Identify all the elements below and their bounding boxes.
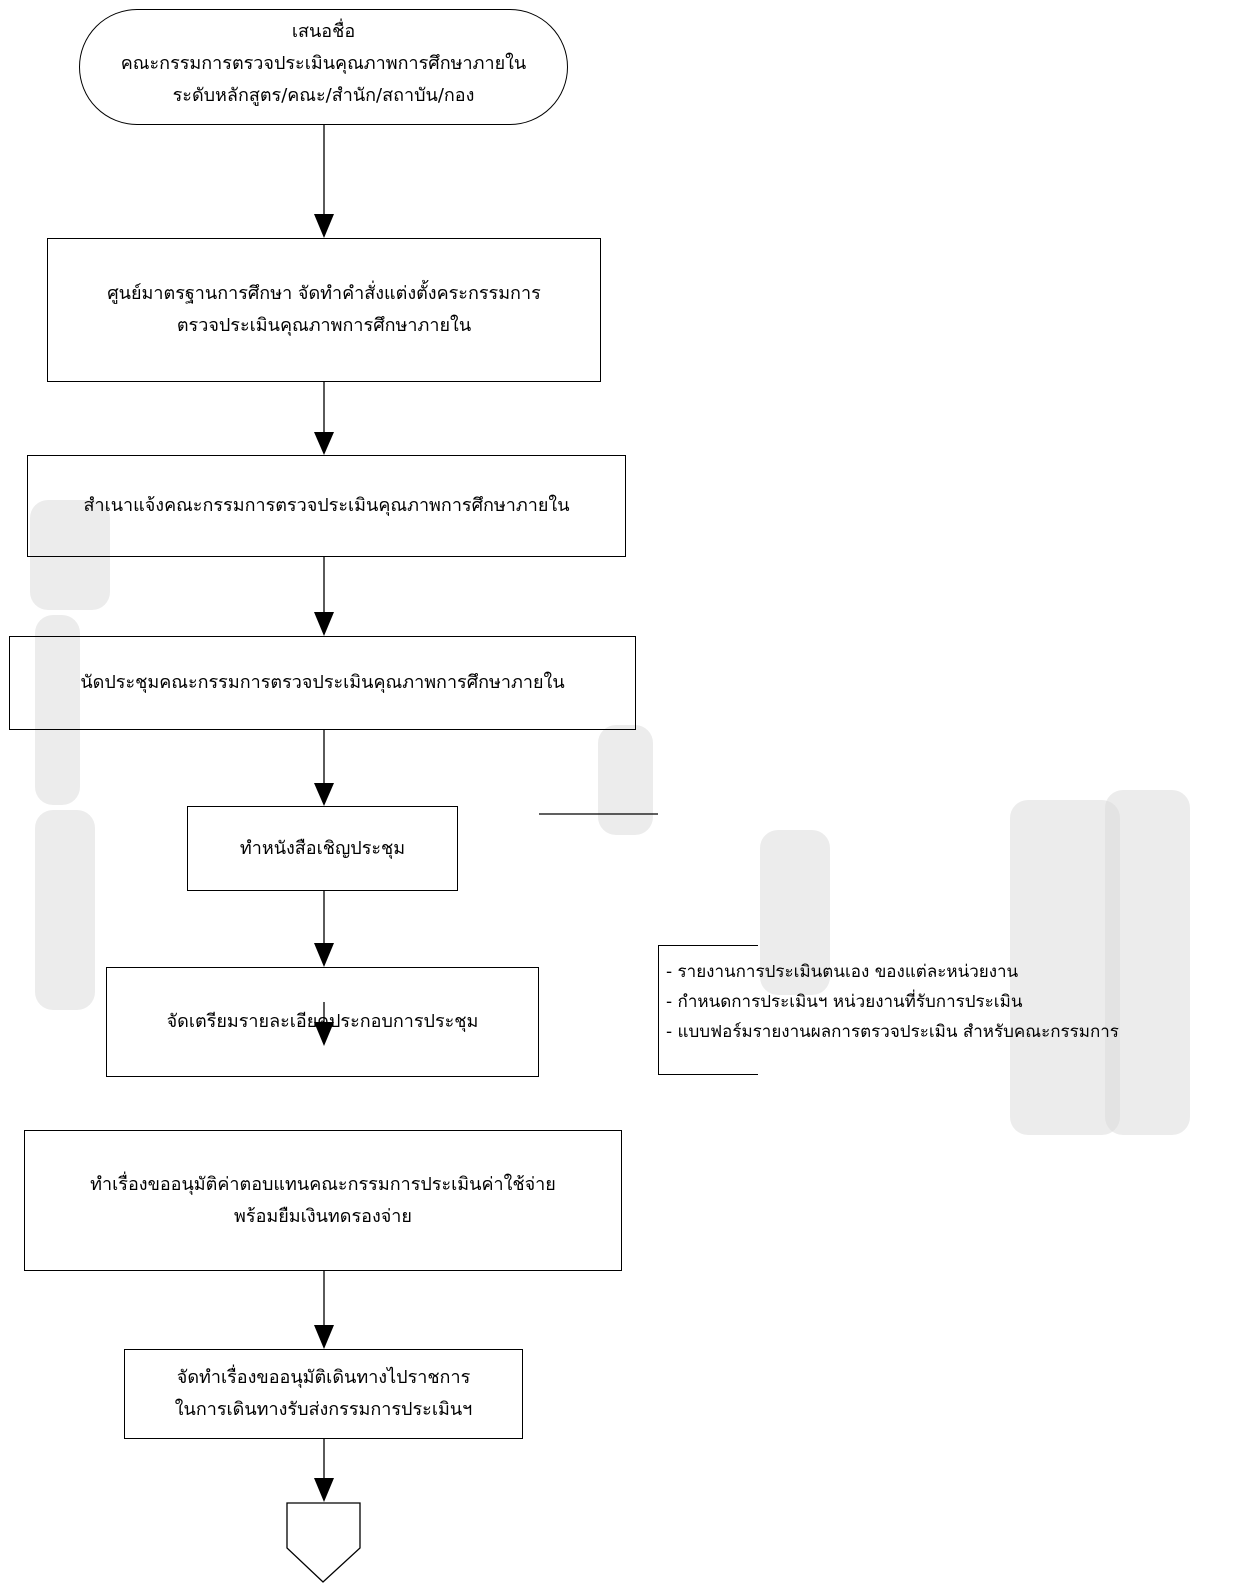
step-6-line-2: พร้อมยืมเงินทดรองจ่าย — [234, 1205, 412, 1227]
watermark-figure — [30, 500, 110, 610]
process-step-schedule-meeting: นัดประชุมคณะกรรมการตรวจประเมินคุณภาพการศ… — [9, 636, 636, 730]
process-step-prepare-meeting-details: จัดเตรียมรายละเอียดประกอบการประชุม — [106, 967, 539, 1077]
step-1-line-2: ตรวจประเมินคุณภาพการศึกษาภายใน — [176, 315, 472, 336]
arrowhead — [314, 612, 334, 636]
annotation-line-3: - แบบฟอร์มรายงานผลการตรวจประเมิน สำหรับค… — [666, 1022, 1119, 1042]
step-5-line-1: จัดเตรียมรายละเอียดประกอบการประชุม — [166, 1011, 479, 1032]
step-6-line-1: ทำเรื่องขออนุมัติค่าตอบแทนคณะกรรมการประเ… — [90, 1173, 556, 1195]
arrowhead — [314, 432, 334, 455]
annotation-bracket — [658, 945, 758, 1075]
step-3-line-1: นัดประชุมคณะกรรมการตรวจประเมินคุณภาพการศ… — [80, 672, 565, 693]
watermark-figure — [598, 725, 653, 835]
annotation-line-2: - กำหนดการประเมินฯ หน่วยงานที่รับการประเ… — [666, 992, 1023, 1012]
arrowhead — [314, 1022, 334, 1046]
step-2-line-1: สำเนาแจ้งคณะกรรมการตรวจประเมินคุณภาพการศ… — [83, 495, 570, 516]
watermark-figure — [760, 830, 830, 995]
step-7-line-1: จัดทำเรื่องขออนุมัติเดินทางไปราชการ — [176, 1367, 471, 1388]
arrowhead — [314, 783, 334, 806]
process-step-request-compensation: ทำเรื่องขออนุมัติค่าตอบแทนคณะกรรมการประเ… — [24, 1130, 622, 1271]
process-step-order-appointment: ศูนย์มาตรฐานการศึกษา จัดทำคำสั่งแต่งตั้ง… — [47, 238, 601, 382]
watermark-figure — [35, 810, 95, 1010]
start-line-2: คณะกรรมการตรวจประเมินคุณภาพการศึกษาภายใน — [120, 53, 527, 74]
start-terminator: เสนอชื่อ คณะกรรมการตรวจประเมินคุณภาพการศ… — [79, 9, 568, 125]
step-4-line-1: ทำหนังสือเชิญประชุม — [239, 837, 406, 859]
start-line-3: ระดับหลักสูตร/คณะ/สำนัก/สถาบัน/กอง — [172, 85, 475, 106]
process-step-notify-committee: สำเนาแจ้งคณะกรรมการตรวจประเมินคุณภาพการศ… — [27, 455, 626, 557]
arrowhead — [314, 1325, 334, 1349]
arrowhead — [314, 1478, 334, 1502]
process-step-request-travel: จัดทำเรื่องขออนุมัติเดินทางไปราชการ ในกา… — [124, 1349, 523, 1439]
watermark-figure — [1105, 790, 1190, 1135]
step-1-line-1: ศูนย์มาตรฐานการศึกษา จัดทำคำสั่งแต่งตั้ง… — [107, 283, 541, 304]
arrowhead — [314, 214, 334, 238]
annotation-notes: - รายงานการประเมินตนเอง ของแต่ละหน่วยงาน… — [666, 957, 1119, 1047]
start-line-1: เสนอชื่อ — [291, 21, 356, 42]
watermark-figure — [35, 615, 80, 805]
arrowhead — [314, 943, 334, 967]
step-7-line-2: ในการเดินทางรับส่งกรรมการประเมินฯ — [174, 1399, 473, 1420]
watermark-figure — [1010, 800, 1120, 1135]
process-step-invitation-letter: ทำหนังสือเชิญประชุม — [187, 806, 458, 891]
off-page-connector — [286, 1502, 361, 1583]
annotation-line-1: - รายงานการประเมินตนเอง ของแต่ละหน่วยงาน — [666, 962, 1019, 982]
